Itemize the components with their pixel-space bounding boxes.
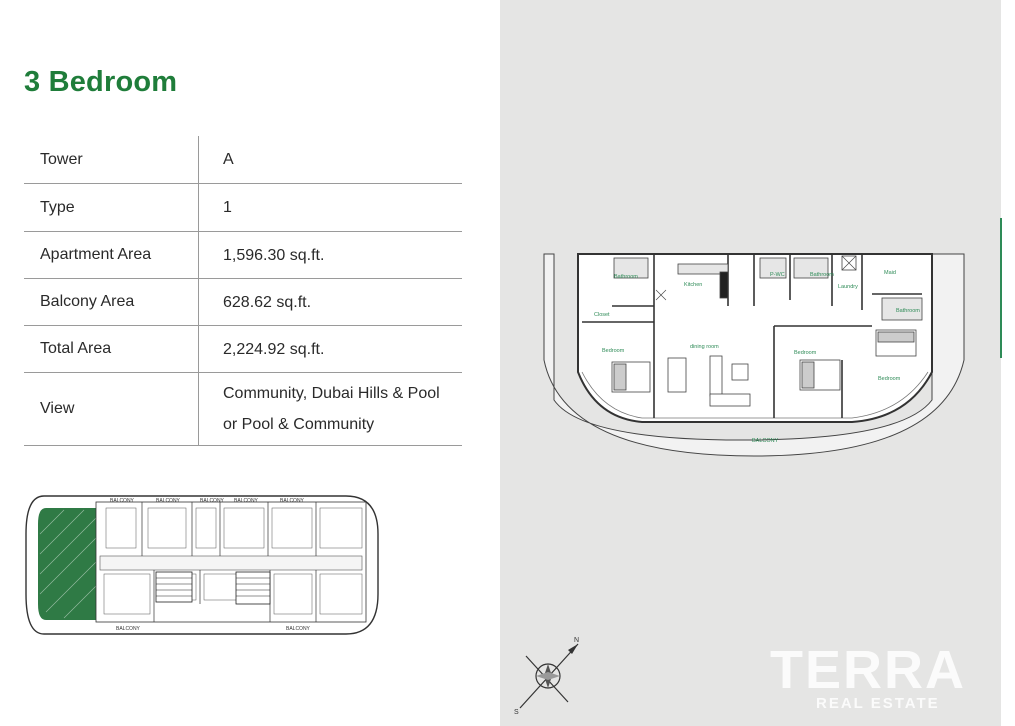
floor-plan-panel: Bathroom Kitchen Closet Bedroom dining r… (500, 0, 1001, 726)
room-label-bedroom: Bedroom (878, 376, 901, 382)
spec-table: Tower A Type 1 Apartment Area 1,596.30 s… (24, 136, 462, 446)
spec-value: 1 (223, 199, 232, 216)
room-label-closet: Closet (594, 312, 610, 318)
floor-plan: Bathroom Kitchen Closet Bedroom dining r… (543, 253, 965, 457)
spec-label: Type (24, 184, 199, 231)
balcony-label: BALCONY (110, 498, 135, 504)
spec-row-type: Type 1 (24, 184, 462, 232)
brand-name: TERRA (770, 640, 966, 700)
spec-value: 1,596.30 sq.ft. (223, 246, 325, 264)
page-title: 3 Bedroom (24, 66, 178, 98)
spec-value: Community, Dubai Hills & Pool or Pool & … (199, 373, 462, 445)
details-panel: 3 Bedroom Tower A Type 1 Apartment Area … (0, 0, 500, 726)
brand-logo: TERRA REAL ESTATE (770, 640, 966, 712)
spec-value: 628.62 sq.ft. (223, 293, 312, 311)
room-label-kitchen: Kitchen (684, 282, 702, 288)
spec-label: Balcony Area (24, 279, 199, 325)
spec-row-balcony-area: Balcony Area 628.62 sq.ft. (24, 279, 462, 326)
room-label-bathroom: Bathroom (614, 274, 638, 280)
room-label-bedroom: Bedroom (602, 348, 625, 354)
highlighted-unit (38, 508, 96, 620)
spec-value: 2,224.92 sq.ft. (223, 340, 325, 358)
view-line-1: Community, Dubai Hills & Pool (223, 385, 440, 402)
balcony-label: BALCONY (116, 626, 141, 632)
room-label-bathroom: Bathroom (896, 308, 920, 314)
spec-row-apartment-area: Apartment Area 1,596.30 sq.ft. (24, 232, 462, 279)
spec-label: Total Area (24, 326, 199, 372)
balcony-label: BALCONY (200, 498, 225, 504)
spec-value: A (223, 151, 234, 168)
svg-text:N: N (574, 637, 579, 644)
svg-text:S: S (514, 709, 519, 716)
balcony-label: BALCONY (280, 498, 305, 504)
spec-row-total-area: Total Area 2,224.92 sq.ft. (24, 326, 462, 373)
balcony-label: BALCONY (156, 498, 181, 504)
room-label-bathroom: Bathroom (810, 272, 834, 278)
spec-label: View (24, 373, 199, 445)
room-label-laundry: Laundry (838, 284, 858, 290)
room-label-bedroom: Bedroom (794, 350, 817, 356)
room-label-dining-living: dining room (690, 344, 719, 350)
edge-strip (1001, 0, 1015, 726)
spec-row-tower: Tower A (24, 136, 462, 184)
view-line-2: or Pool & Community (223, 416, 375, 433)
room-label-balcony: BALCONY (752, 438, 779, 444)
balcony-label: BALCONY (286, 626, 311, 632)
brand-tagline: REAL ESTATE (816, 695, 940, 712)
spec-row-view: View Community, Dubai Hills & Pool or Po… (24, 373, 462, 446)
key-plan: BALCONY BALCONY BALCONY BALCONY BALCONY … (25, 495, 379, 635)
spec-label: Apartment Area (24, 232, 199, 278)
balcony-label: BALCONY (234, 498, 259, 504)
room-label-maid: Maid (884, 270, 896, 276)
edge-accent (1000, 218, 1002, 358)
room-label-wc: P-WC (770, 272, 785, 278)
compass-icon: N S (514, 637, 579, 716)
spec-label: Tower (24, 136, 199, 183)
